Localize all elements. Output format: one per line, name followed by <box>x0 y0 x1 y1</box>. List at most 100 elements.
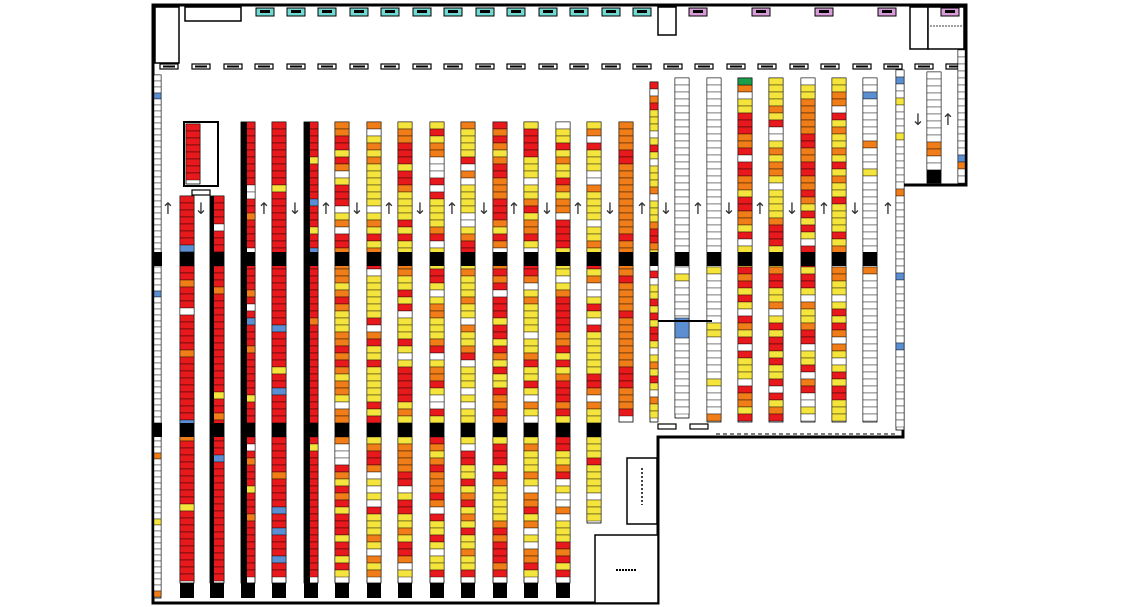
rack-slot <box>334 212 350 221</box>
bollard-mark <box>698 65 710 68</box>
rack-slot <box>492 506 508 515</box>
rack-slot <box>768 406 784 415</box>
rack-slot <box>334 555 350 564</box>
rack-slot <box>737 322 753 331</box>
rack-slot <box>492 352 508 361</box>
rack-slot <box>895 181 905 190</box>
rack-slot <box>586 506 602 515</box>
rack-slot <box>271 226 287 235</box>
rack-slot <box>492 359 508 368</box>
rack-slot <box>153 566 162 574</box>
rack-slot <box>366 387 382 396</box>
rack-slot <box>555 205 571 214</box>
rack-slot <box>831 245 847 254</box>
rack-slot <box>895 335 905 344</box>
rack-slot <box>768 378 784 387</box>
up-arrow-icon: ↑ <box>941 110 954 129</box>
rack-slot <box>397 555 413 564</box>
rack-slot <box>674 217 690 226</box>
rack-slot <box>555 464 571 473</box>
rack-column <box>737 77 753 423</box>
rack-slot <box>366 331 382 340</box>
rack-slot <box>153 116 162 124</box>
rack-slot <box>179 447 195 456</box>
rack-slot <box>586 436 602 445</box>
rack-slot <box>179 209 195 218</box>
rack-slot <box>492 303 508 312</box>
rack-slot <box>185 158 201 167</box>
dock-door-label <box>385 10 395 13</box>
rack-slot <box>397 408 413 417</box>
rack-slot <box>460 450 476 459</box>
rack-slot <box>768 371 784 380</box>
rack-slot <box>153 446 162 454</box>
rack-slot <box>397 303 413 312</box>
rack-slot <box>429 324 445 333</box>
rack-slot <box>618 128 634 137</box>
rack-slot <box>555 492 571 501</box>
up-arrow-icon: ↑ <box>571 199 584 218</box>
rack-slot <box>800 140 816 149</box>
rack-slot <box>271 128 287 137</box>
rack-slot <box>586 471 602 480</box>
rack-slot <box>271 331 287 340</box>
rack-slot <box>649 319 659 328</box>
rack-slot <box>555 177 571 186</box>
rack-slot <box>555 324 571 333</box>
rack-slot <box>555 128 571 137</box>
rack-slot <box>649 130 659 139</box>
rack-slot <box>179 510 195 519</box>
rack-slot <box>768 322 784 331</box>
rack-slot <box>366 275 382 284</box>
rack-slot <box>271 149 287 158</box>
rack-slot <box>586 282 602 291</box>
rack-slot <box>397 296 413 305</box>
rack-slot <box>862 280 878 289</box>
rack-slot <box>895 356 905 365</box>
rack-slot <box>429 471 445 480</box>
rack-slot <box>737 378 753 387</box>
rack-slot <box>674 273 690 282</box>
dock-door-label <box>693 10 703 13</box>
rack-slot <box>618 338 634 347</box>
rack-slot <box>460 268 476 277</box>
rack-slot <box>555 450 571 459</box>
rack-slot <box>862 210 878 219</box>
rack-slot <box>271 436 287 445</box>
rack-slot <box>674 154 690 163</box>
rack-slot <box>895 342 905 351</box>
rack-slot <box>523 443 539 452</box>
rack-slot <box>429 135 445 144</box>
rack-slot <box>737 119 753 128</box>
rack-slot <box>737 266 753 275</box>
rack-slot <box>366 177 382 186</box>
rack-slot <box>492 156 508 165</box>
rack-slot <box>768 217 784 226</box>
cross-aisle-bar <box>556 423 570 437</box>
rack-slot <box>460 240 476 249</box>
rack-slot <box>366 457 382 466</box>
rack-slot <box>768 112 784 121</box>
rack-slot <box>397 205 413 214</box>
cross-aisle-bar <box>738 252 752 266</box>
rack-slot <box>153 374 162 382</box>
rack-slot <box>334 527 350 536</box>
rack-slot <box>674 294 690 303</box>
rack-slot <box>737 161 753 170</box>
rack-slot <box>460 499 476 508</box>
rack-slot <box>706 231 722 240</box>
cross-aisle-bar <box>430 423 444 437</box>
cross-aisle-bars <box>154 122 877 598</box>
rack-column <box>179 195 195 584</box>
rack-slot <box>862 168 878 177</box>
rack-slot <box>586 492 602 501</box>
rack-slot <box>153 476 162 484</box>
rack-slot <box>706 336 722 345</box>
rack-slot <box>649 410 659 419</box>
rack-slot <box>674 385 690 394</box>
rack-slot <box>429 128 445 137</box>
rack-slot <box>334 443 350 452</box>
rack-slot <box>649 389 659 398</box>
rack-slot <box>737 154 753 163</box>
rack-slot <box>618 324 634 333</box>
